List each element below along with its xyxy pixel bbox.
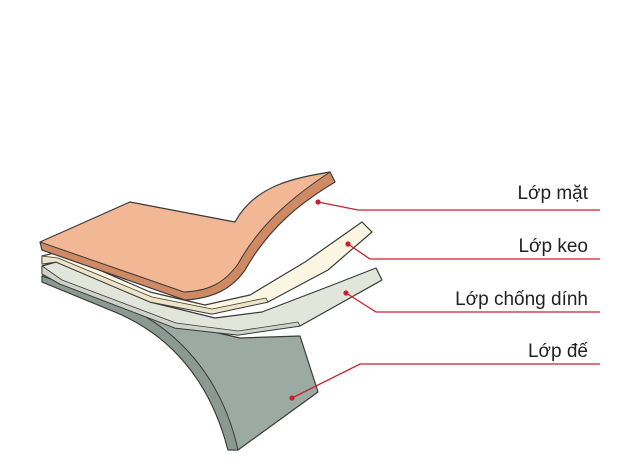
leader-base	[289, 363, 600, 401]
leader-adhesive	[345, 241, 600, 260]
label-face-layer: Lớp mặt	[517, 183, 588, 204]
leader-lines	[289, 199, 600, 401]
label-release-layer: Lớp chống dính	[455, 289, 588, 310]
adhesive-layer-edge	[41, 255, 269, 315]
label-base-layer: Lớp đế	[528, 341, 588, 362]
adhesive-layer	[41, 221, 373, 315]
release-layer-edge	[41, 265, 301, 336]
leader-face	[315, 199, 600, 211]
face-layer-edge	[39, 171, 336, 301]
label-adhesive-layer: Lớp keo	[518, 236, 588, 257]
face-layer	[39, 171, 336, 301]
layer-labels: Lớp mặt Lớp keo Lớp chống dính Lớp đế	[455, 183, 589, 362]
base-layer	[41, 271, 319, 451]
base-layer-front-edge	[41, 275, 239, 451]
leader-release	[343, 290, 600, 313]
